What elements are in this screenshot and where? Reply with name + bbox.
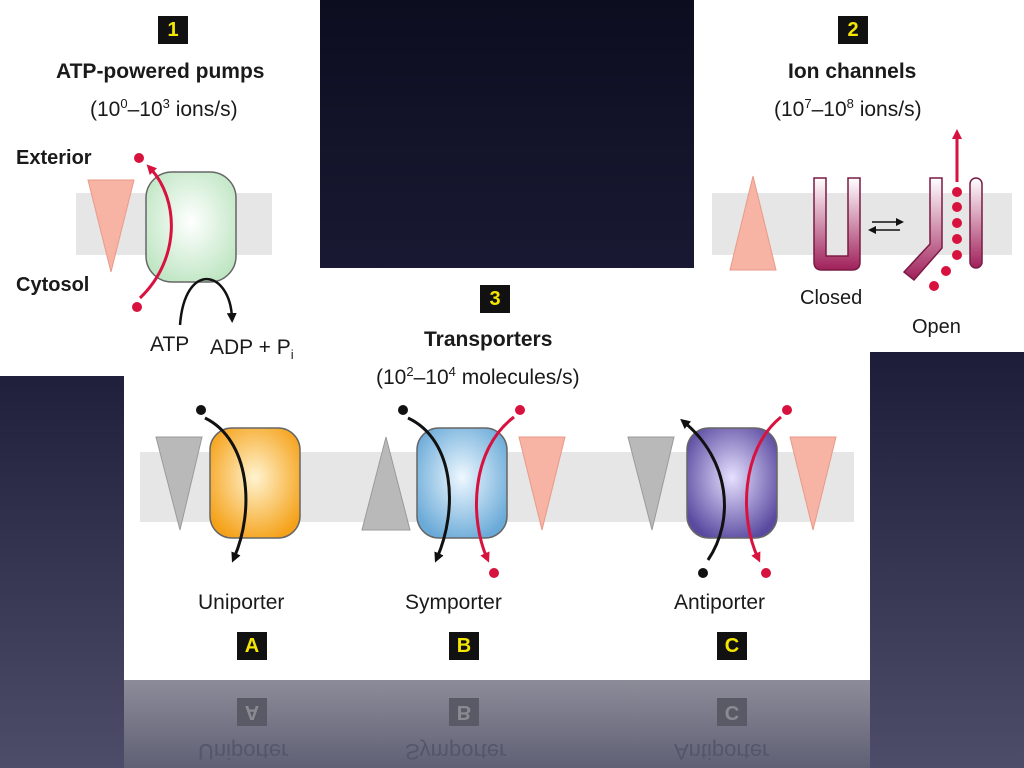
pumps-rate: (100–103 ions/s) xyxy=(90,96,238,121)
pump-diagram xyxy=(87,153,237,326)
reflection-label-antiporter: Antiporter xyxy=(674,739,770,764)
molecule-dot xyxy=(196,405,206,415)
badge-c: C xyxy=(717,632,747,660)
badge-2: 2 xyxy=(838,16,868,44)
symporter-path-red xyxy=(474,415,515,563)
gradient-triangle xyxy=(361,436,411,531)
pumps-title: ATP-powered pumps xyxy=(56,60,265,83)
symporter-protein xyxy=(416,427,508,539)
ion-dot xyxy=(134,153,144,163)
ion-dot xyxy=(952,234,962,244)
gradient-triangle xyxy=(789,436,837,531)
ion-dot xyxy=(952,187,962,197)
gradient-triangle xyxy=(87,179,135,273)
reflection-badge-b: B xyxy=(449,698,479,726)
ion-dot xyxy=(489,568,499,578)
ion-dot xyxy=(952,218,962,228)
channel-closed xyxy=(813,177,861,271)
label-atp: ATP xyxy=(150,333,190,356)
gradient-triangle xyxy=(627,436,675,531)
ion-dot xyxy=(929,281,939,291)
badge-1: 1 xyxy=(158,16,188,44)
ion-dot xyxy=(761,568,771,578)
label-uniporter: Uniporter xyxy=(198,591,285,614)
ion-dot xyxy=(515,405,525,415)
channels-title: Ion channels xyxy=(788,60,917,83)
gradient-triangle xyxy=(729,175,777,271)
molecule-dot xyxy=(698,568,708,578)
transporters-title: Transporters xyxy=(424,328,553,351)
ion-dot xyxy=(782,405,792,415)
label-cytosol: Cytosol xyxy=(16,274,90,296)
label-antiporter: Antiporter xyxy=(674,591,766,614)
ion-dot xyxy=(952,202,962,212)
badge-a: A xyxy=(237,632,267,660)
reflection-badge-c: C xyxy=(717,698,747,726)
badge-b: B xyxy=(449,632,479,660)
channel-open-left xyxy=(902,177,943,282)
channel-diagram xyxy=(729,129,983,291)
label-open: Open xyxy=(912,316,961,338)
label-adp-pi: ADP + Pi xyxy=(210,336,294,363)
ion-dot xyxy=(952,250,962,260)
label-exterior: Exterior xyxy=(16,147,92,169)
gradient-triangle xyxy=(155,436,203,531)
transporters-rate: (102–104 molecules/s) xyxy=(376,364,580,389)
uniporter-protein xyxy=(209,427,301,539)
badge-3: 3 xyxy=(480,285,510,313)
pump-ion-path xyxy=(138,164,173,300)
channel-open-right xyxy=(969,177,983,269)
ion-dot xyxy=(941,266,951,276)
atp-arrow xyxy=(178,278,237,326)
label-closed: Closed xyxy=(800,287,863,309)
antiporter-protein xyxy=(686,427,778,539)
uniporter-path xyxy=(204,416,248,563)
reflection-badge-a: A xyxy=(237,698,267,726)
molecule-dot xyxy=(398,405,408,415)
reflection-label-uniporter: Uniporter xyxy=(198,739,289,764)
ion-dot xyxy=(132,302,142,312)
antiporter-path-red xyxy=(745,415,782,563)
symporter-path-black xyxy=(407,416,451,563)
antiporter-path-black xyxy=(680,418,726,561)
gradient-triangle xyxy=(518,436,566,531)
reflection-label-symporter: Symporter xyxy=(405,739,507,764)
channels-rate: (107–108 ions/s) xyxy=(774,96,922,121)
label-symporter: Symporter xyxy=(405,591,502,614)
